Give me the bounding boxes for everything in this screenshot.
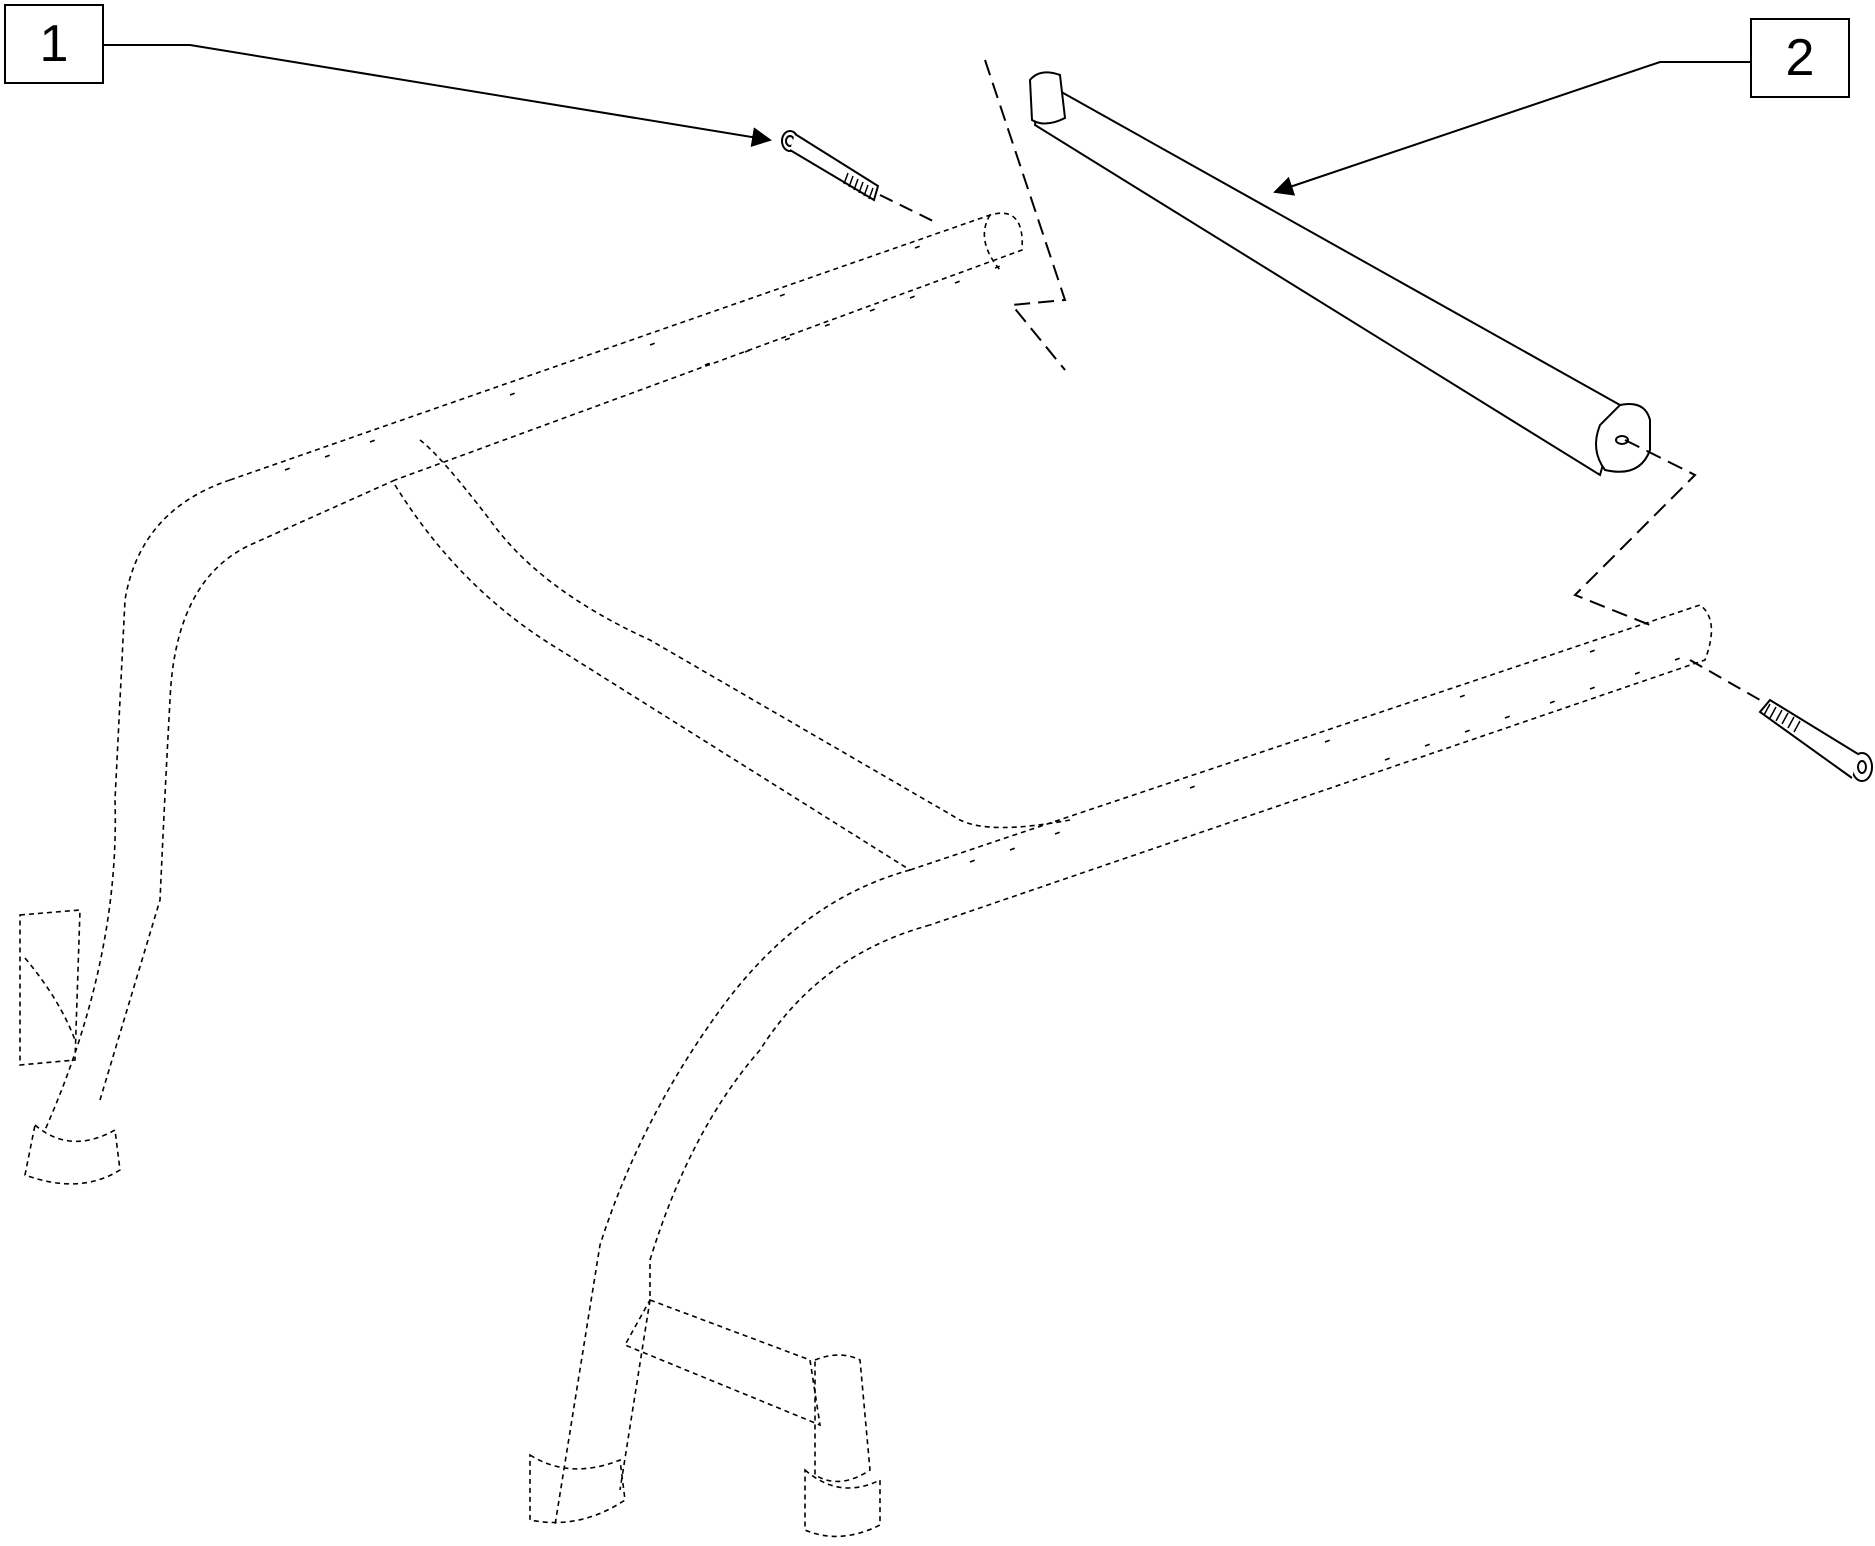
frame-phantom-icon	[19, 212, 1713, 1538]
callout-2-label: 2	[1750, 18, 1850, 98]
handle-bar-icon	[1028, 71, 1651, 477]
callout-1-leader	[104, 44, 772, 147]
callout-1-label: 1	[4, 4, 104, 84]
bolt-lower-icon	[1758, 698, 1873, 782]
callout-2-leader	[1273, 61, 1750, 196]
bolt-upper-icon	[781, 130, 880, 202]
